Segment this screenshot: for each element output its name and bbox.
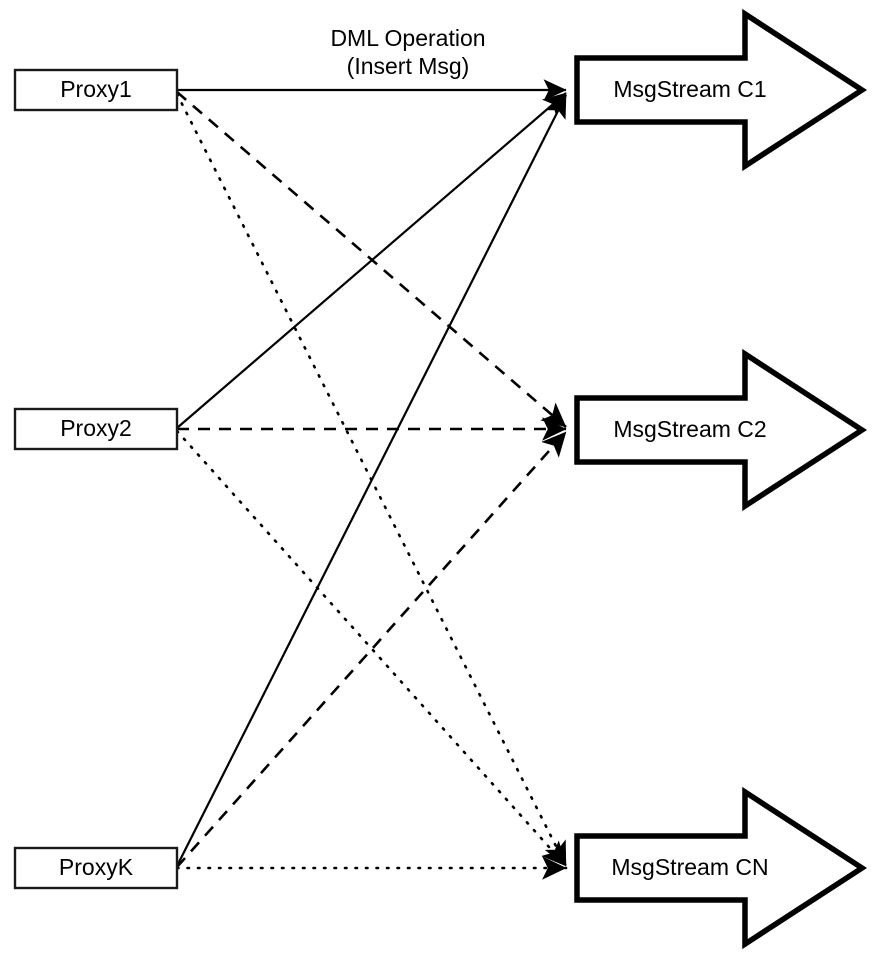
proxyk-box[interactable] [13,846,179,890]
proxyk-label: ProxyK [59,854,134,880]
stream-c1-label: MsgStream C1 [613,76,766,102]
edge-proxy2-to-stream-c1[interactable] [176,92,567,429]
proxy2-label: Proxy2 [60,415,132,441]
edge-label-line-1: DML Operation [330,25,485,51]
edge-label-line-2: (Insert Msg) [347,53,470,79]
node-proxy1[interactable]: Proxy1 [13,68,179,112]
stream-c2-arrow-shape[interactable] [574,348,868,512]
edge-label-dml-operation: DML Operation (Insert Msg) [330,25,485,79]
node-stream-cn[interactable]: MsgStream CN [574,786,868,950]
stream-cn-label: MsgStream CN [611,854,768,880]
proxy1-box[interactable] [13,68,179,112]
stream-c1-arrow-shape[interactable] [574,8,868,172]
node-proxyk[interactable]: ProxyK [13,846,179,890]
edge-proxy2-to-stream-cn[interactable] [175,429,568,868]
stream-cn-arrow-shape[interactable] [574,786,868,950]
proxy2-box[interactable] [13,407,179,451]
stream-c2-label: MsgStream C2 [613,416,766,442]
node-proxy2[interactable]: Proxy2 [13,407,179,451]
edge-proxyk-to-stream-c2[interactable] [176,431,567,868]
proxy1-label: Proxy1 [60,76,132,102]
edge-group-proxy2 [175,92,568,868]
edge-proxyk-to-stream-c1[interactable] [176,94,567,867]
node-stream-c1[interactable]: MsgStream C1 [574,8,868,172]
node-stream-c2[interactable]: MsgStream C2 [574,348,868,512]
edge-group-proxyk [175,94,568,880]
